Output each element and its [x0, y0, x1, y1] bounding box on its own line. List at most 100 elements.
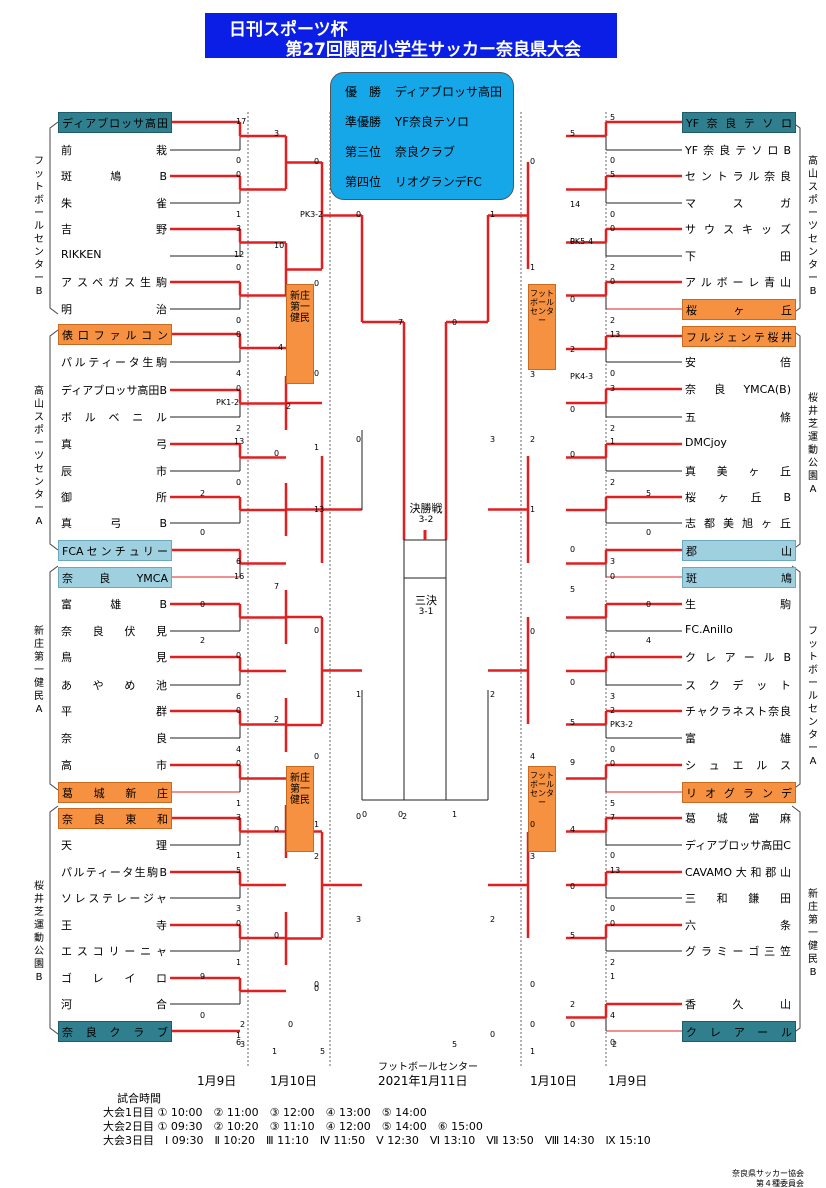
result-team: 奈良クラブ: [394, 145, 455, 159]
third-box: [403, 577, 447, 801]
team-name: シュエルス: [685, 759, 791, 772]
team-right: 五條: [682, 407, 794, 426]
team-name: サウスキッズ: [685, 223, 791, 236]
score-right: 2: [570, 345, 576, 354]
score-right: 0: [570, 295, 576, 304]
team-name: RIKKEN: [61, 248, 102, 261]
score-right: 0: [610, 759, 616, 768]
team-right: 三和鎌田: [682, 888, 794, 907]
team-left: ディアブロッサ高田B: [58, 380, 170, 399]
team-left: 朱雀: [58, 193, 170, 212]
team-left: 奈良東和: [58, 808, 172, 829]
team-name: 奈良伏見: [61, 625, 167, 638]
team-name: 朱雀: [61, 197, 167, 210]
score-left: 1: [314, 820, 320, 829]
score-left: 0: [236, 759, 242, 768]
score-right: 0: [610, 851, 616, 860]
team-right: グラミーゴ三笠: [682, 941, 794, 960]
team-left: 俵口ファルコン: [58, 324, 172, 345]
team-name: 志都美旭ヶ丘: [685, 517, 791, 530]
score-right: 0: [610, 210, 616, 219]
score-left: 0: [398, 810, 404, 819]
score-left: 3: [274, 129, 280, 138]
venue-box-right-2: フットボールセンター: [528, 766, 556, 852]
score-left: 1: [236, 851, 242, 860]
pk-label-right: PK3-2: [610, 720, 634, 729]
team-name: 下田: [685, 250, 791, 263]
team-name: ディアブロッサ高田: [62, 117, 168, 130]
team-left: 奈良YMCA: [58, 567, 172, 588]
result-row: 準優勝 YF奈良テソロ: [345, 113, 469, 130]
score-right: 2: [610, 478, 616, 487]
pk-label-right: PK4-3: [570, 372, 594, 381]
day-label-right-1: 1月9日: [608, 1074, 648, 1088]
final-date-label: 2021年1月11日: [378, 1074, 468, 1088]
score-left: 3: [236, 224, 242, 233]
schedule-day1: 大会1日目 ① 10:00 ② 11:00 ③ 12:00 ④ 13:00 ⑤ …: [103, 1106, 427, 1119]
team-name: 三和鎌田: [685, 892, 791, 905]
result-team: ディアブロッサ高田: [394, 85, 502, 99]
score-right: 5: [646, 489, 652, 498]
team-name: あやめ池: [61, 679, 167, 692]
venue-box-right-1: フットボールセンター: [528, 284, 556, 370]
team-left: 真弓: [58, 434, 170, 453]
team-left: 斑鳩B: [58, 166, 170, 185]
score-left: 2: [314, 852, 320, 861]
score-right: 1: [530, 1047, 536, 1056]
score-right: 1: [610, 972, 616, 981]
score-right: 0: [610, 904, 616, 913]
score-left: 6: [236, 557, 242, 566]
day-label-right-2: 1月10日: [530, 1074, 577, 1088]
team-name: マスガ: [685, 197, 791, 210]
score-left: 0: [314, 980, 320, 989]
score-right: 9: [570, 758, 576, 767]
score-right: 2: [612, 1040, 618, 1049]
score-right: 2: [530, 435, 536, 444]
team-left: 王寺: [58, 915, 170, 934]
score-left: 2: [402, 812, 408, 821]
team-name: 桜ヶ丘B: [685, 491, 791, 504]
score-right: 0: [530, 157, 536, 166]
score-left: 2: [286, 402, 292, 411]
team-left: あやめ池: [58, 675, 170, 694]
score-right: 0: [530, 820, 536, 829]
score-left: 7: [274, 582, 280, 591]
score-right: 1: [610, 437, 616, 446]
score-left: 7: [398, 318, 404, 327]
team-right: クレアール: [682, 1021, 796, 1042]
title-line2: 第27回関西小学生サッカー奈良県大会: [285, 40, 581, 60]
results-box: 優 勝 ディアブロッサ高田 準優勝 YF奈良テソロ 第三位 奈良クラブ 第四位 …: [330, 72, 514, 200]
result-row: 第四位 リオグランデFC: [345, 173, 482, 190]
team-right: サウスキッズ: [682, 219, 794, 238]
score-right: 0: [610, 572, 616, 581]
score-right: 7: [610, 813, 616, 822]
score-left: 0: [356, 435, 362, 444]
team-left: ゴレイロ: [58, 968, 170, 987]
team-left: 天理: [58, 835, 170, 854]
score-left: 4: [236, 369, 242, 378]
score-right: 0: [530, 980, 536, 989]
score-right: 0: [610, 919, 616, 928]
team-right: マスガ: [682, 193, 794, 212]
team-name: CAVAMO大和郡山: [685, 866, 791, 879]
score-right: 3: [530, 852, 536, 861]
team-name: 郡山: [686, 545, 792, 558]
team-name: パルティータ生駒B: [61, 866, 167, 879]
score-left: 6: [236, 1038, 242, 1047]
score-left: 0: [274, 449, 280, 458]
group-bracket-left: [49, 565, 59, 791]
team-right: YF奈良テソロ: [682, 112, 796, 133]
score-left: 0: [314, 157, 320, 166]
team-right: セントラル奈良: [682, 166, 794, 185]
score-left: 1: [314, 443, 320, 452]
footer-org: 奈良県サッカー協会: [732, 1169, 804, 1178]
score-right: 4: [570, 825, 576, 834]
title-banner: 日刊スポーツ杯 第27回関西小学生サッカー奈良県大会: [205, 13, 617, 60]
team-right: YF奈良テソロB: [682, 140, 794, 159]
team-right: 斑鳩: [682, 567, 796, 588]
team-name: アスペガス生駒: [61, 276, 167, 289]
score-right: 0: [570, 237, 576, 246]
score-right: 2: [610, 958, 616, 967]
team-name: 河合: [61, 998, 167, 1011]
